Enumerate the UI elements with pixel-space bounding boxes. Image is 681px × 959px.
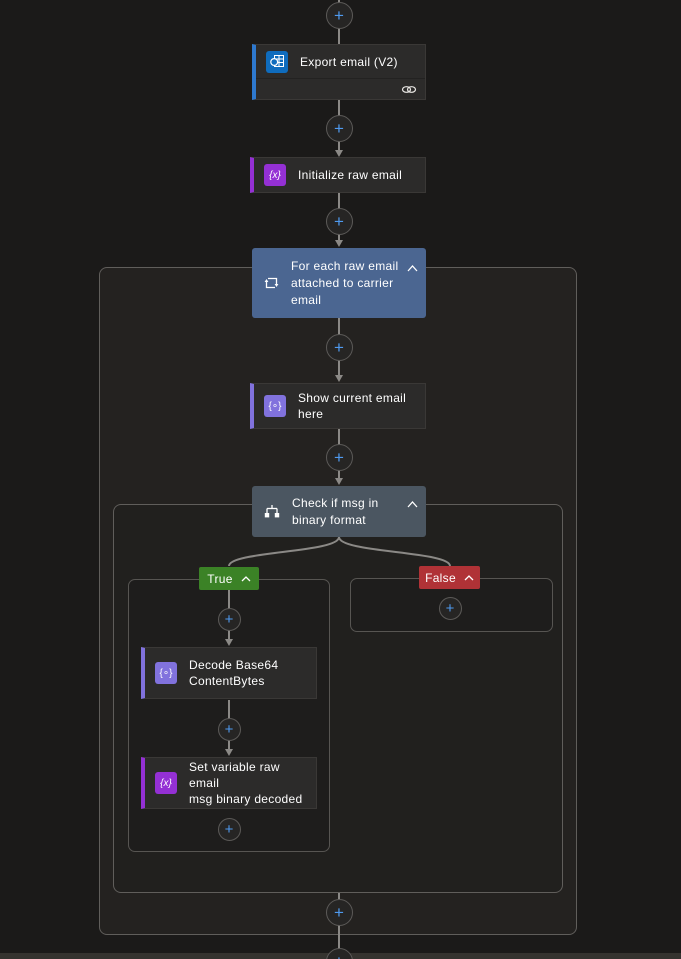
export-email-card[interactable]: Export email (V2) xyxy=(252,44,426,100)
card-divider xyxy=(256,78,425,79)
plus-icon: + xyxy=(334,337,344,357)
connection-link-icon[interactable] xyxy=(401,84,417,95)
foreach-node[interactable]: For each raw email attached to carrier e… xyxy=(252,248,426,318)
insert-step-button[interactable]: + xyxy=(217,607,241,631)
plus-icon: + xyxy=(224,720,234,738)
condition-node[interactable]: Check if msg in binary format xyxy=(252,486,426,537)
variable-icon: {x} xyxy=(264,164,286,186)
plus-icon: + xyxy=(334,211,344,231)
insert-step-button[interactable]: + xyxy=(325,1,353,29)
plus-icon: + xyxy=(224,610,234,628)
true-branch-badge[interactable]: True xyxy=(199,567,259,590)
false-collapse-chevron-icon[interactable] xyxy=(464,574,474,581)
initialize-raw-email-label: Initialize raw email xyxy=(298,168,403,182)
show-current-email-label: Show current email here xyxy=(298,391,407,421)
true-label: True xyxy=(207,571,233,586)
insert-step-button[interactable]: + xyxy=(325,947,353,959)
condition-collapse-chevron-icon[interactable] xyxy=(407,497,418,511)
plus-icon: + xyxy=(224,820,234,838)
foreach-label: For each raw email attached to carrier e… xyxy=(291,258,399,307)
variable-icon: {x} xyxy=(155,772,177,794)
insert-step-button[interactable]: + xyxy=(217,817,241,841)
compose-icon: {∘} xyxy=(155,662,177,684)
insert-step-button[interactable]: + xyxy=(325,207,353,235)
plus-icon: + xyxy=(445,599,455,617)
insert-step-button[interactable]: + xyxy=(325,114,353,142)
plus-icon: + xyxy=(334,447,344,467)
false-branch-badge[interactable]: False xyxy=(419,566,480,589)
insert-step-button[interactable]: + xyxy=(325,333,353,361)
plus-icon: + xyxy=(334,118,344,138)
initialize-raw-email-card[interactable]: {x} Initialize raw email xyxy=(250,157,426,193)
plus-icon: + xyxy=(334,902,344,922)
decode-base64-label: Decode Base64 ContentBytes xyxy=(189,658,279,688)
loop-icon xyxy=(264,276,279,291)
plus-icon: + xyxy=(334,5,344,25)
insert-step-button[interactable]: + xyxy=(438,596,462,620)
foreach-collapse-chevron-icon[interactable] xyxy=(407,261,418,275)
connection-row xyxy=(256,79,425,99)
set-variable-label: Set variable raw email msg binary decode… xyxy=(189,760,303,806)
decode-base64-card[interactable]: {∘} Decode Base64 ContentBytes xyxy=(141,647,317,699)
insert-step-button[interactable]: + xyxy=(325,443,353,471)
condition-icon xyxy=(264,504,280,519)
false-label: False xyxy=(425,570,456,585)
show-current-email-card[interactable]: {∘} Show current email here xyxy=(250,383,426,429)
export-email-label: Export email (V2) xyxy=(300,54,398,69)
insert-step-button[interactable]: + xyxy=(325,898,353,926)
set-variable-card[interactable]: {x} Set variable raw email msg binary de… xyxy=(141,757,317,809)
compose-icon: {∘} xyxy=(264,395,286,417)
plus-icon: + xyxy=(334,953,344,959)
outlook-icon xyxy=(266,50,288,73)
true-collapse-chevron-icon[interactable] xyxy=(241,575,251,582)
insert-step-button[interactable]: + xyxy=(217,717,241,741)
condition-label: Check if msg in binary format xyxy=(292,495,379,527)
